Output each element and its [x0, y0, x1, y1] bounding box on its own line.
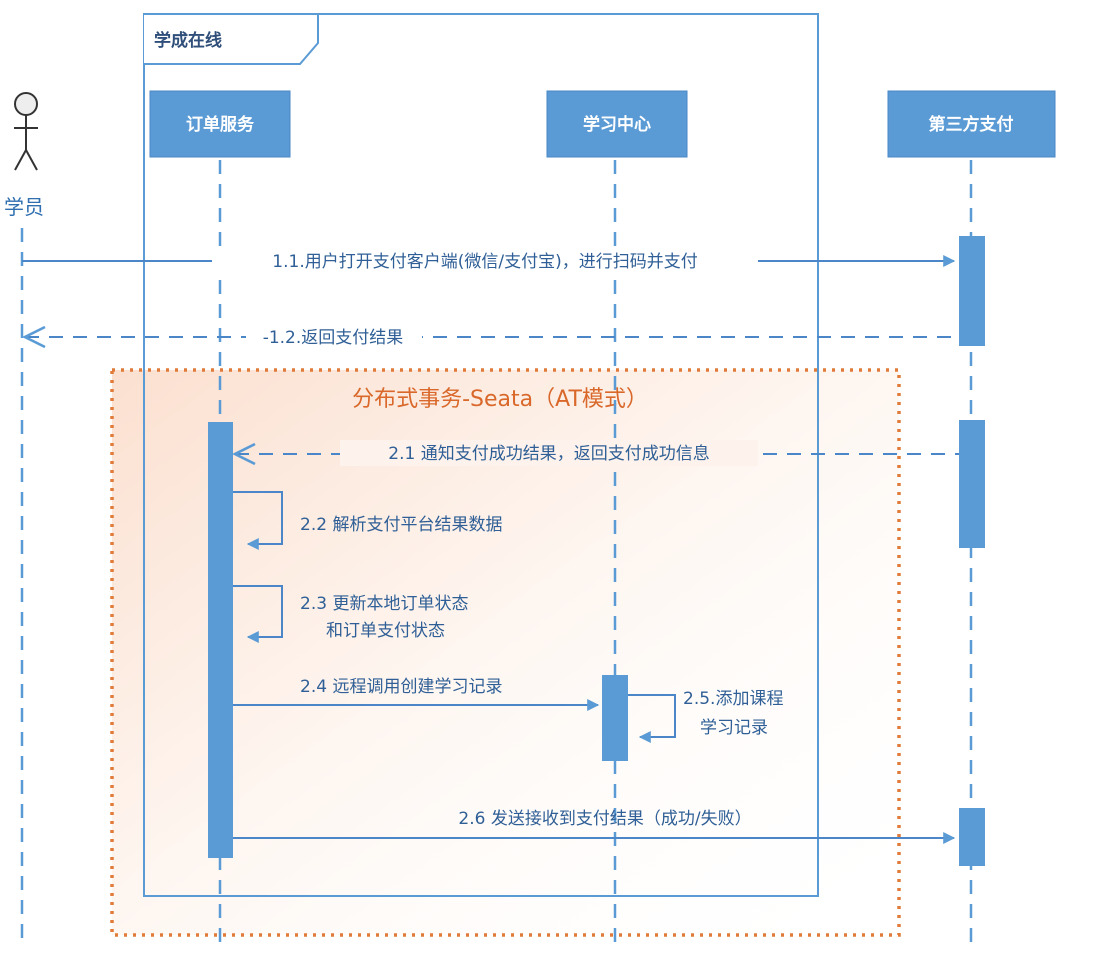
- message-1-1: 1.1.用户打开支付客户端(微信/支付宝)，进行扫码并支付: [22, 247, 956, 273]
- message-2-3: 2.3 更新本地订单状态 和订单支付状态: [233, 585, 468, 643]
- message-1-1-label: 1.1.用户打开支付客户端(微信/支付宝)，进行扫码并支付: [272, 252, 697, 272]
- participant-learning: 学习中心: [546, 90, 688, 158]
- stick-figure-icon: [14, 92, 38, 171]
- message-1-2-label: -1.2.返回支付结果: [263, 328, 404, 348]
- message-2-2: 2.2 解析支付平台结果数据: [233, 491, 502, 550]
- message-2-2-label: 2.2 解析支付平台结果数据: [300, 515, 502, 535]
- frame-title: 学成在线: [154, 30, 222, 51]
- message-2-6-label: 2.6 发送接收到支付结果（成功/失败）: [458, 809, 751, 829]
- message-2-5: 2.5.添加课程 学习记录: [628, 689, 783, 743]
- message-2-6: 2.6 发送接收到支付结果（成功/失败）: [233, 809, 956, 844]
- activation-learning: [602, 675, 628, 761]
- participant-payment: 第三方支付: [887, 90, 1056, 158]
- activation-order: [208, 422, 233, 858]
- activation-payment-3: [959, 808, 985, 866]
- activation-payment-2: [959, 420, 985, 548]
- activation-payment-1: [959, 236, 985, 346]
- participant-order-label: 订单服务: [186, 114, 255, 135]
- message-2-3-label-line2: 和订单支付状态: [326, 621, 445, 641]
- participant-payment-label: 第三方支付: [929, 114, 1014, 135]
- message-2-5-label-line1: 2.5.添加课程: [683, 689, 783, 709]
- message-2-3-label-line1: 2.3 更新本地订单状态: [300, 594, 468, 614]
- message-1-2: -1.2.返回支付结果: [25, 324, 959, 350]
- participant-order: 订单服务: [149, 90, 291, 158]
- message-2-4: 2.4 远程调用创建学习记录: [233, 677, 600, 711]
- message-2-1: 2.1 通知支付成功结果，返回支付成功信息: [235, 440, 959, 466]
- system-frame: 学成在线: [143, 13, 819, 897]
- message-2-4-label: 2.4 远程调用创建学习记录: [300, 677, 502, 697]
- message-2-5-label-line2: 学习记录: [700, 718, 768, 738]
- region-title: 分布式事务-Seata（AT模式）: [352, 387, 648, 412]
- actor-student: 学员: [4, 92, 44, 219]
- participant-learning-label: 学习中心: [583, 114, 651, 135]
- message-2-1-label: 2.1 通知支付成功结果，返回支付成功信息: [388, 444, 709, 464]
- actor-label: 学员: [4, 195, 44, 219]
- activations: [208, 236, 985, 866]
